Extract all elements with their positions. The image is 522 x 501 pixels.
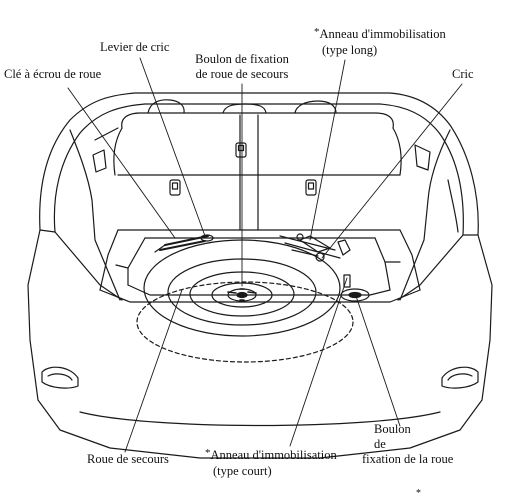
label-boulon-secours-line1: Boulon de fixation <box>195 52 289 66</box>
label-anneau-court-line1: Anneau d'immobilisation <box>210 448 337 462</box>
leader-lines <box>67 57 463 453</box>
left-side-panel <box>39 127 123 301</box>
asterisk-marker: * <box>205 447 211 459</box>
label-cric-text: Cric <box>452 67 474 81</box>
label-boulon-roue-line3: fixation de la roue <box>362 452 454 466</box>
label-roue-secours-text: Roue de secours <box>87 452 169 466</box>
label-levier-cric-text: Levier de cric <box>100 40 170 54</box>
label-anneau-long-line1: Anneau d'immobilisation <box>319 27 446 41</box>
tailgate-opening <box>27 92 493 459</box>
label-boulon-roue: Boulon de fixation de la roue <box>362 422 453 467</box>
footer-asterisk: * <box>416 486 421 501</box>
label-roue-secours: Roue de secours <box>87 452 169 467</box>
rear-bumper <box>79 411 441 427</box>
label-anneau-long-line2: (type long) <box>322 43 378 57</box>
label-boulon-secours: Boulon de fixation de roue de secours <box>180 52 304 82</box>
rear-seat-backs <box>113 99 402 231</box>
label-anneau-long: *Anneau d'immobilisation (type long) <box>314 26 446 58</box>
label-levier-cric: Levier de cric <box>100 40 169 55</box>
label-boulon-roue-line2: de <box>374 437 386 451</box>
label-boulon-roue-line1: Boulon <box>374 422 411 436</box>
tail-lamps <box>41 366 479 389</box>
label-anneau-court: *Anneau d'immobilisation (type court) <box>205 447 337 479</box>
label-anneau-court-line2: (type court) <box>213 464 272 478</box>
label-cric: Cric <box>452 67 474 82</box>
asterisk-marker: * <box>314 26 320 38</box>
spare-wheel-underside <box>136 281 354 363</box>
right-side-panel <box>397 129 479 301</box>
label-cle-ecrou: Clé à écrou de roue <box>4 67 101 82</box>
label-cle-ecrou-text: Clé à écrou de roue <box>4 67 102 81</box>
cargo-floor <box>99 229 421 303</box>
tool-set <box>154 233 370 302</box>
label-boulon-secours-line2: de roue de secours <box>195 67 289 81</box>
footer-asterisk-text: * <box>416 488 421 499</box>
